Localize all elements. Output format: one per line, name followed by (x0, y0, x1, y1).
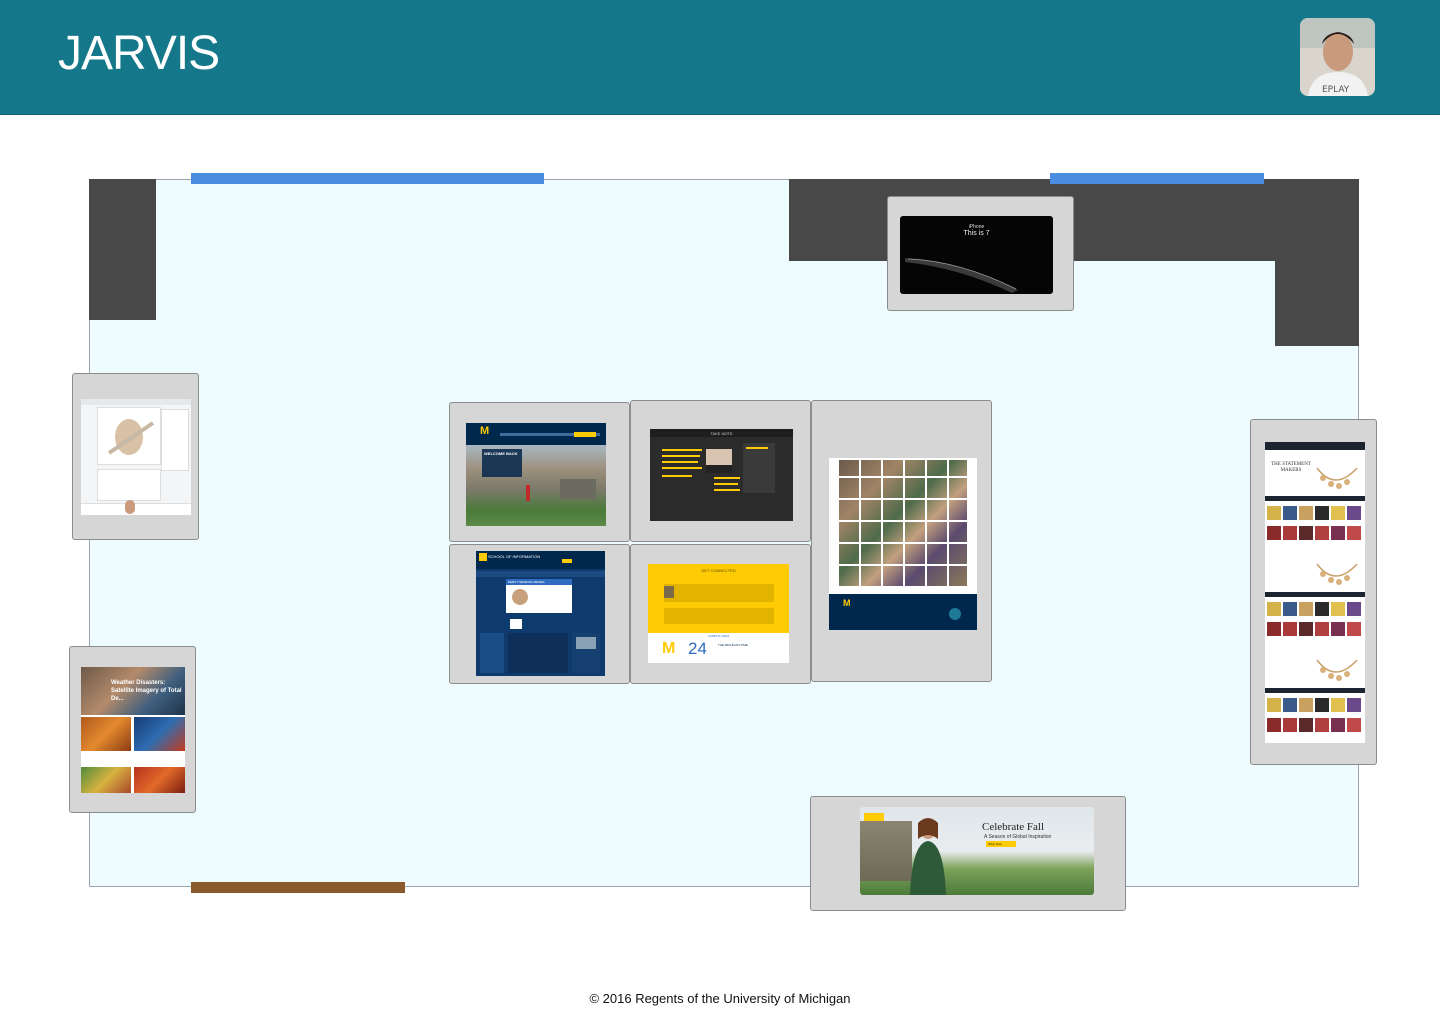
wall-right-pillar (1275, 261, 1359, 346)
get-connected-heading: GET CONNECTED (701, 568, 736, 573)
app-title: JARVIS (58, 27, 220, 80)
display-card-social-feed[interactable] (72, 373, 199, 540)
display-card-iphone[interactable]: iPhone This is 7 (887, 196, 1074, 311)
display-card-get-connected[interactable]: GET CONNECTED CAMPUS VIEW M 24 THE MICHI… (630, 544, 811, 684)
display-card-weather[interactable]: Weather Disasters: Satellite Imagery of … (69, 646, 196, 813)
natgeo-title: Celebrate Fall (982, 821, 1045, 833)
wall-right-top (789, 179, 1359, 261)
si-logo: SCHOOL OF INFORMATION (488, 554, 541, 559)
umich-logo: M (480, 425, 490, 437)
get-connected-sub: THE MICHIGAN TIME (718, 643, 748, 647)
take-note-heading: TAKE NOTE (710, 431, 733, 436)
display-card-photo-collage[interactable]: M (811, 400, 992, 682)
door-bottom-left[interactable] (191, 882, 405, 893)
statement-makers-title: THE STATEMENT MAKERS (1271, 462, 1311, 473)
weather-thumbnail: Weather Disasters: Satellite Imagery of … (81, 667, 185, 793)
take-note-thumbnail: TAKE NOTE (650, 429, 793, 521)
iphone-thumbnail: iPhone This is 7 (900, 216, 1053, 294)
iphone-headline: This is 7 (963, 230, 990, 237)
get-connected-logo: M (662, 640, 676, 657)
door-top-left[interactable] (191, 173, 544, 184)
natgeo-cta: Shop Now (988, 842, 1002, 846)
statement-makers-thumbnail: THE STATEMENT MAKERS (1265, 442, 1365, 743)
display-card-natgeo[interactable]: Celebrate Fall A Season of Global Inspir… (810, 796, 1126, 911)
iphone-brand: iPhone (968, 224, 985, 230)
umich-home-thumbnail: M WELCOME BACK (466, 423, 606, 526)
school-of-information-thumbnail: SCHOOL OF INFORMATION DEBUT SEMINAR SERI… (476, 551, 605, 676)
display-card-school-of-information[interactable]: SCHOOL OF INFORMATION DEBUT SEMINAR SERI… (449, 544, 630, 684)
app-header: JARVIS EPLAY (0, 0, 1440, 115)
display-card-statement-makers[interactable]: THE STATEMENT MAKERS (1250, 419, 1377, 765)
wall-left-top (89, 179, 156, 320)
get-connected-thumbnail: GET CONNECTED CAMPUS VIEW M 24 THE MICHI… (648, 564, 789, 663)
natgeo-subtitle: A Season of Global Inspiration (984, 834, 1052, 840)
si-feature: DEBUT SEMINAR SERIES (508, 580, 545, 584)
collage-umich-logo: M (843, 598, 851, 608)
display-card-take-note[interactable]: TAKE NOTE (630, 400, 811, 542)
umich-banner: WELCOME BACK (484, 451, 518, 456)
door-top-right[interactable] (1050, 173, 1264, 184)
weather-overlay-text: Weather Disasters: Satellite Imagery of … (111, 680, 182, 702)
get-connected-stat: 24 (688, 639, 707, 658)
photo-collage-thumbnail: M (829, 458, 977, 630)
get-connected-caption: CAMPUS VIEW (707, 634, 730, 638)
svg-text:EPLAY: EPLAY (1322, 85, 1350, 95)
natgeo-thumbnail: Celebrate Fall A Season of Global Inspir… (860, 807, 1094, 895)
user-avatar[interactable]: EPLAY (1300, 18, 1375, 96)
footer-copyright: © 2016 Regents of the University of Mich… (589, 991, 851, 1006)
social-feed-thumbnail (81, 399, 191, 515)
display-card-umich-home[interactable]: M WELCOME BACK (449, 402, 630, 542)
